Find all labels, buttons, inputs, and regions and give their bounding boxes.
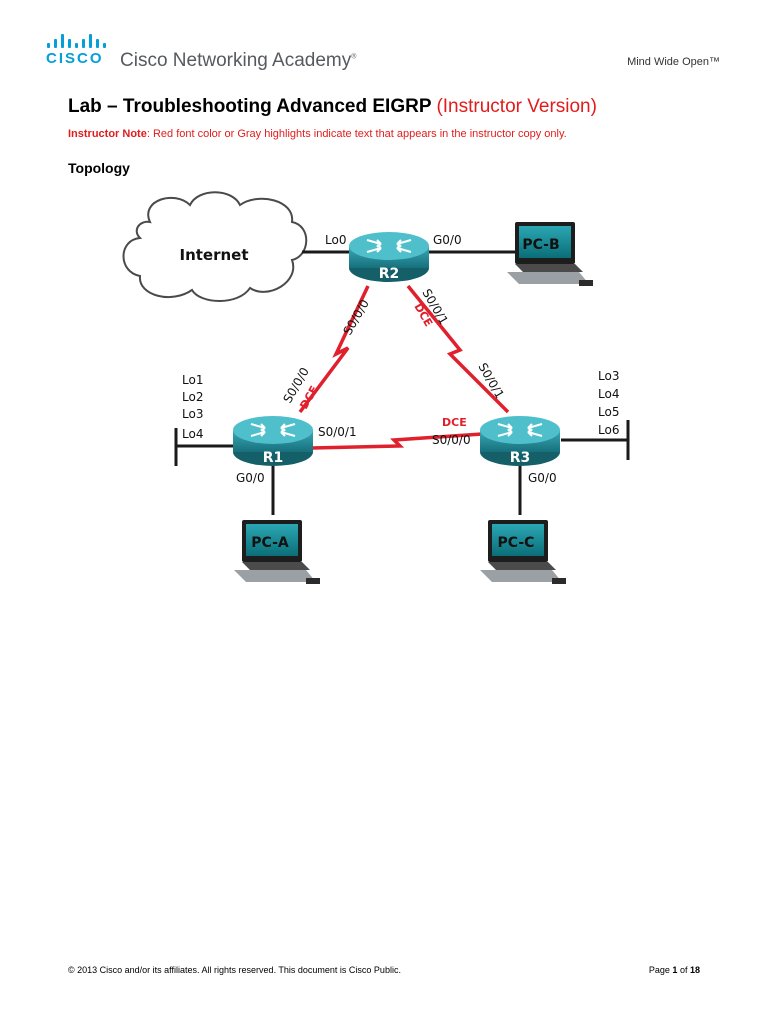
pc-b-label: PC-B [522, 237, 559, 253]
page-header: CISCO Cisco Networking Academy® Mind Wid… [0, 0, 768, 80]
router-r1-label: R1 [263, 450, 284, 466]
r3-loopback-4: Lo6 [598, 423, 619, 437]
pc-c-icon [480, 520, 566, 584]
topology-diagram: Internet R2 R1 R3 PC-B PC-A PC-C Lo0 G0/… [122, 191, 630, 584]
router-r3-label: R3 [510, 450, 531, 466]
tagline: Mind Wide Open™ [627, 56, 720, 68]
r3-g00-label: G0/0 [528, 471, 557, 485]
r3-loopback-3: Lo5 [598, 405, 619, 419]
router-r2-label: R2 [379, 266, 400, 282]
r2-g00-label: G0/0 [433, 233, 462, 247]
r1-loopback-3: Lo3 [182, 407, 203, 421]
dce-r3-label: DCE [442, 416, 467, 429]
internet-cloud-icon [122, 191, 308, 302]
cisco-wordmark: CISCO [46, 50, 104, 67]
page-number: Page 1 of 18 [648, 965, 700, 975]
r2-lo0-label: Lo0 [325, 233, 346, 247]
pc-c-label: PC-C [498, 535, 535, 551]
ethernet-links [174, 250, 630, 515]
instructor-version-label: (Instructor Version) [436, 96, 597, 117]
footer-copyright: © 2013 Cisco and/or its affiliates. All … [68, 965, 401, 975]
r3-loopback-1: Lo3 [598, 369, 619, 383]
page-title: Lab – Troubleshooting Advanced EIGRP (In… [68, 96, 597, 117]
r3-loopback-2: Lo4 [598, 387, 619, 401]
pc-a-label: PC-A [251, 535, 289, 551]
section-heading: Topology [68, 160, 130, 176]
cisco-logo: CISCO [46, 32, 106, 67]
pc-a-icon [234, 520, 320, 584]
serial-links [298, 284, 510, 450]
r2-s000-label: S0/0/0 [340, 297, 371, 337]
academy-name: Cisco Networking Academy® [120, 50, 357, 71]
r1-g00-label: G0/0 [236, 471, 265, 485]
r1-loopback-1: Lo1 [182, 373, 203, 387]
pc-b-icon [507, 222, 593, 286]
r1-loopback-2: Lo2 [182, 390, 203, 404]
instructor-note: Instructor Note: Red font color or Gray … [68, 128, 567, 140]
internet-label: Internet [179, 246, 248, 264]
r1-loopback-4: Lo4 [182, 427, 203, 441]
r3-s000-label: S0/0/0 [432, 433, 471, 447]
r1-s001-label: S0/0/1 [318, 425, 357, 439]
cisco-bars-icon [47, 32, 106, 48]
